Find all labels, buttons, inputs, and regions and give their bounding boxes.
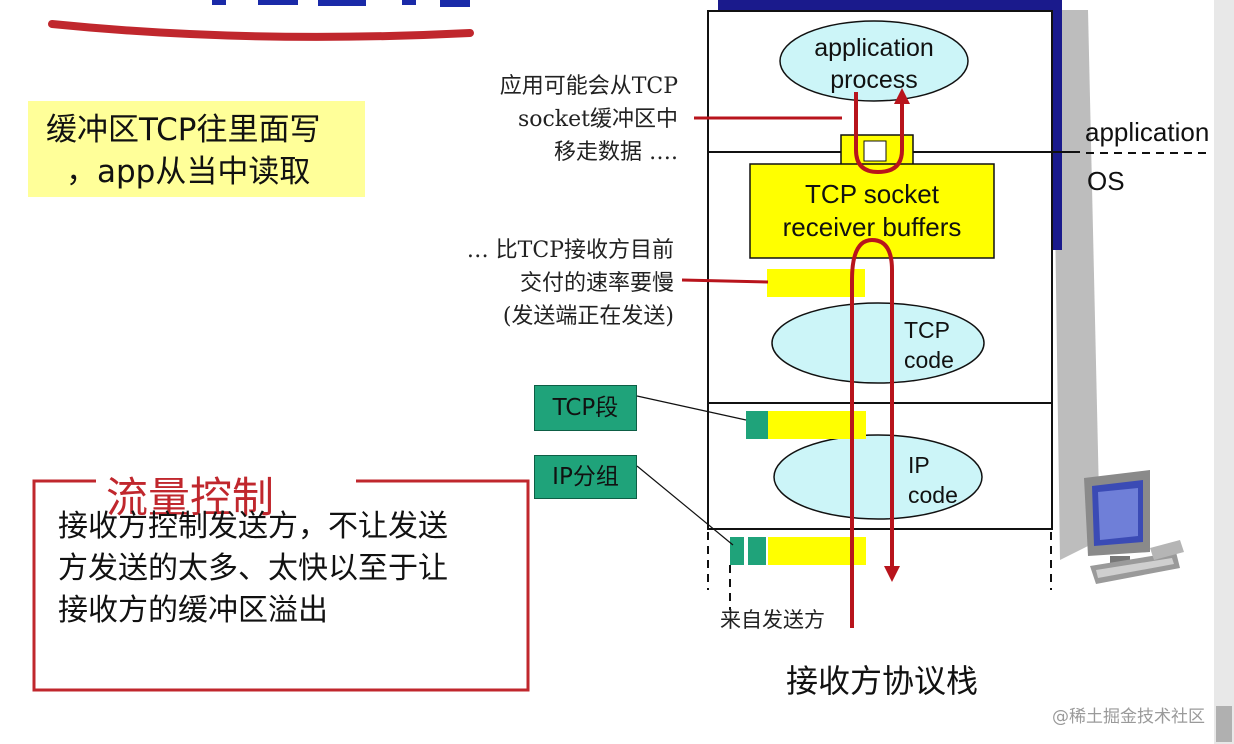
label-line: code xyxy=(904,347,954,373)
down-arrowhead xyxy=(884,566,900,582)
socket-tab-slot xyxy=(863,140,887,162)
receiver-stack-caption: 接收方协议栈 xyxy=(786,662,979,700)
buffer-note-line2: ，app从当中读取 xyxy=(66,154,311,190)
ip-packet-tag: IP分组 xyxy=(534,455,637,499)
tcp-segment-header xyxy=(746,411,768,439)
annotation-line: 交付的速率要慢 xyxy=(519,271,674,296)
ip-packet-header-1 xyxy=(730,537,744,565)
ip-code-ellipse xyxy=(773,434,983,520)
stack-top-band xyxy=(718,0,1062,12)
body-line: 接收方的缓冲区溢出 xyxy=(58,593,328,628)
incoming-data-path xyxy=(850,237,894,628)
ip-packet-header-2 xyxy=(748,537,766,565)
socket-buffer-box xyxy=(749,163,995,259)
label-line: application xyxy=(814,34,934,62)
buffer-note: 缓冲区TCP往里面写 ，app从当中读取 xyxy=(28,101,365,197)
desktop-computer-icon xyxy=(1084,470,1184,584)
label-line: IP xyxy=(908,452,930,478)
ip-packet-payload xyxy=(768,537,866,565)
ip-code-label: IP code xyxy=(908,450,958,510)
tcp-segment-payload xyxy=(768,411,866,439)
layer-application-label: application xyxy=(1085,117,1210,147)
cropped-title-remnant xyxy=(212,0,470,7)
scrollbar-thumb[interactable] xyxy=(1216,706,1232,742)
label-line: TCP xyxy=(904,317,950,343)
ip-packet-pointer xyxy=(636,465,734,546)
flow-control-body: 接收方控制发送方，不让发送 方发送的太多、太快以至于让 接收方的缓冲区溢出 xyxy=(58,506,518,632)
slower-rate-annotation: … 比TCP接收方目前 交付的速率要慢 (发送端正在发送) xyxy=(467,234,674,333)
perspective-wedge xyxy=(1052,10,1100,560)
slower-rate-pointer xyxy=(681,278,769,284)
flow-control-title: 流量控制 xyxy=(100,464,281,525)
app-remove-annotation: 应用可能会从TCP socket缓冲区中 移走数据 …. xyxy=(500,70,678,169)
title-underline xyxy=(48,20,474,41)
application-process-label: application process xyxy=(790,32,958,96)
watermark: @稀土掘金技术社区 xyxy=(1052,707,1205,727)
up-arrowhead xyxy=(894,88,910,104)
tcp-segment-tag: TCP段 xyxy=(534,385,637,431)
label-line: code xyxy=(908,482,958,508)
flow-control-frame xyxy=(32,479,530,692)
layer-os-label: OS xyxy=(1087,166,1125,196)
label-line: TCP socket xyxy=(805,179,939,209)
right-margin-bar xyxy=(1214,0,1234,744)
annotation-line: (发送端正在发送) xyxy=(502,304,674,329)
label-line: receiver buffers xyxy=(782,212,962,242)
label-line: process xyxy=(830,66,918,94)
tcp-segment-pointer xyxy=(636,395,747,421)
annotation-line: socket缓冲区中 xyxy=(517,107,678,132)
tcp-code-ellipse xyxy=(771,302,985,384)
buffer-note-line1: 缓冲区TCP往里面写 xyxy=(46,112,321,148)
pending-data-block xyxy=(767,269,865,297)
annotation-line: 应用可能会从TCP xyxy=(499,74,678,99)
body-line: 接收方控制发送方，不让发送 xyxy=(58,509,448,544)
annotation-line: 移走数据 …. xyxy=(554,140,678,165)
tcp-code-label: TCP code xyxy=(904,315,954,375)
app-read-loop xyxy=(854,92,904,175)
from-sender-label: 来自发送方 xyxy=(720,608,825,632)
annotation-line: … 比TCP接收方目前 xyxy=(466,238,674,263)
socket-buffers-label: TCP socket receiver buffers xyxy=(752,178,992,244)
body-line: 方发送的太多、太快以至于让 xyxy=(58,551,448,586)
stack-side-band xyxy=(1052,0,1062,250)
application-process-ellipse xyxy=(779,20,969,102)
